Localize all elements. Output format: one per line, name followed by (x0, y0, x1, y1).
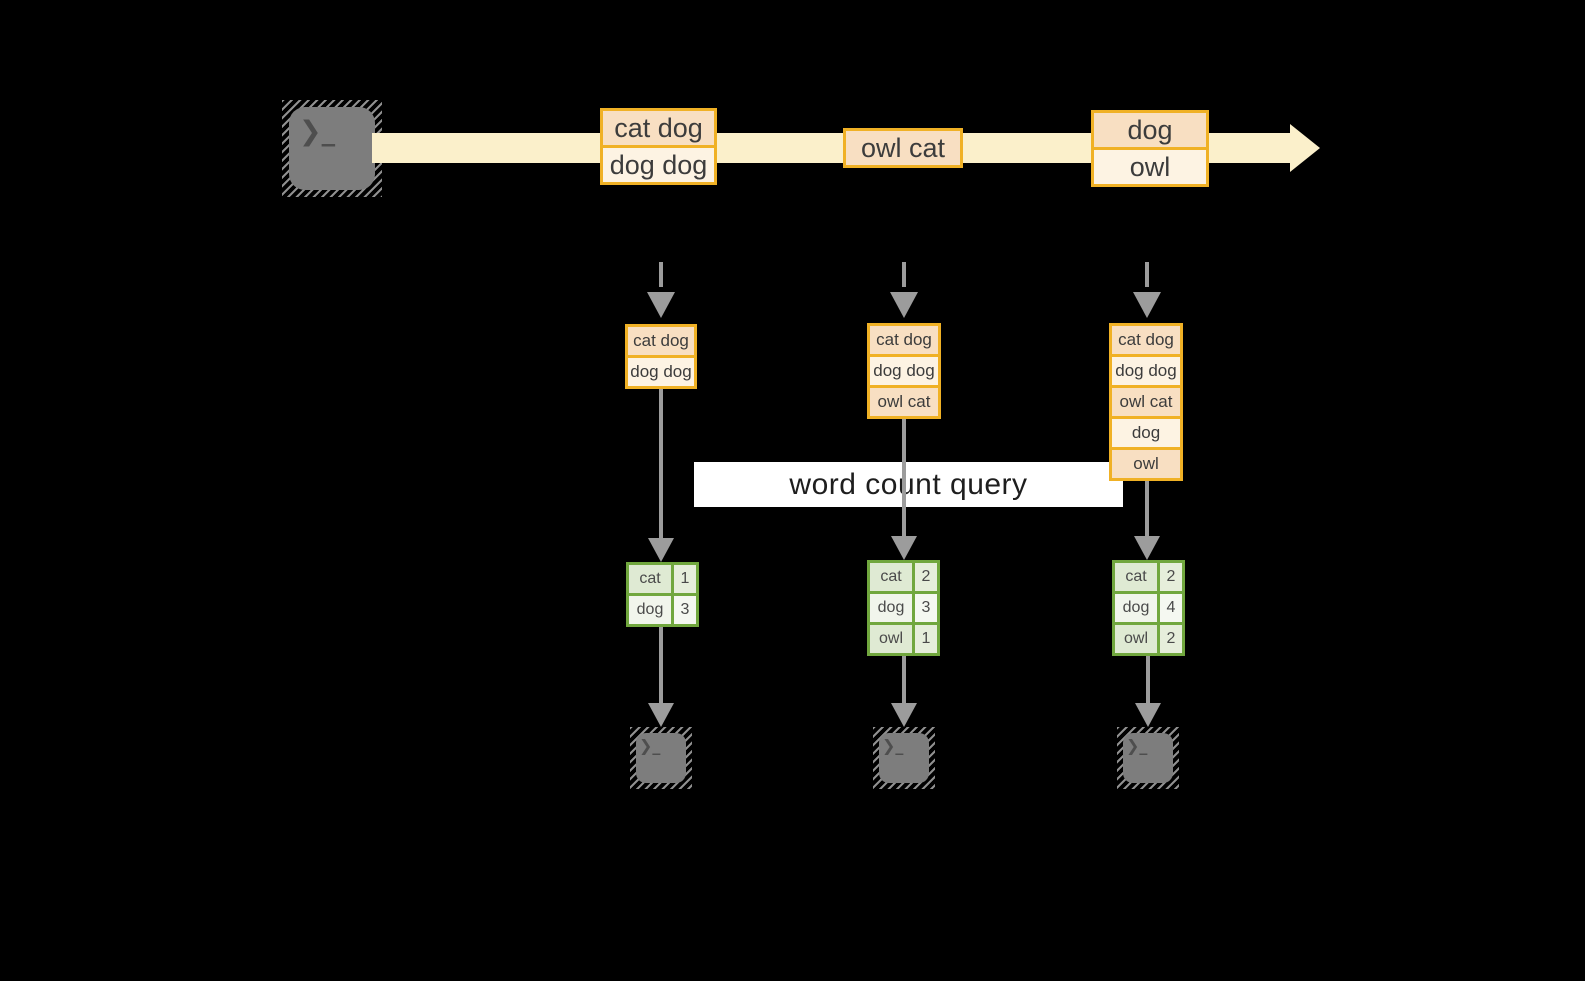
input-line: dog dog (870, 354, 938, 385)
dashed-arrowhead-icon (1133, 292, 1161, 318)
terminal-screen (1123, 733, 1173, 783)
count-cell: 4 (1160, 594, 1182, 622)
word-cell: dog (870, 594, 912, 622)
table-row: dog 4 (1115, 594, 1182, 622)
arrow-line (902, 419, 906, 536)
arrowhead-icon (891, 703, 917, 727)
input-table-1: cat dog dog dog (625, 324, 697, 389)
result-table-3: cat 2 dog 4 owl 2 (1112, 560, 1185, 656)
dashed-arrowhead-icon (647, 292, 675, 318)
arrow-line (1145, 481, 1149, 536)
word-cell: dog (629, 596, 671, 624)
input-line: owl (1112, 447, 1180, 478)
arrowhead-icon (891, 536, 917, 560)
terminal-prompt-icon: ❯_ (882, 736, 904, 755)
table-row: owl 1 (870, 625, 937, 653)
query-label: word count query (789, 467, 1028, 501)
count-cell: 3 (915, 594, 937, 622)
terminal-icon: ❯_ (282, 100, 382, 197)
input-line: dog dog (628, 355, 694, 386)
arrow-line (659, 389, 663, 538)
dashed-arrow-line (902, 262, 906, 287)
input-line: cat dog (628, 327, 694, 355)
arrow-line (1146, 656, 1150, 703)
stream-batch-2: owl cat (843, 128, 963, 168)
stream-arrowhead-icon (1290, 124, 1320, 172)
terminal-screen (289, 107, 375, 190)
word-cell: cat (1115, 563, 1157, 591)
table-row: dog 3 (629, 596, 696, 624)
input-table-3: cat dog dog dog owl cat dog owl (1109, 323, 1183, 481)
query-label-band: word count query (694, 462, 1123, 507)
batch-line: owl cat (846, 131, 960, 165)
table-row: cat 2 (1115, 563, 1182, 591)
terminal-icon: ❯_ (1117, 727, 1179, 789)
terminal-icon: ❯_ (630, 727, 692, 789)
count-cell: 3 (674, 596, 696, 624)
terminal-prompt-icon: ❯_ (299, 116, 336, 147)
count-cell: 1 (674, 565, 696, 593)
word-cell: cat (870, 563, 912, 591)
arrowhead-icon (1134, 536, 1160, 560)
arrowhead-icon (648, 538, 674, 562)
batch-line: owl (1094, 147, 1206, 184)
input-line: owl cat (870, 385, 938, 416)
word-cell: owl (1115, 625, 1157, 653)
stream-batch-3: dog owl (1091, 110, 1209, 187)
terminal-screen (879, 733, 929, 783)
table-row: cat 1 (629, 565, 696, 593)
word-cell: cat (629, 565, 671, 593)
count-cell: 1 (915, 625, 937, 653)
stream-batch-1: cat dog dog dog (600, 108, 717, 185)
count-cell: 2 (1160, 563, 1182, 591)
batch-line: dog (1094, 113, 1206, 147)
arrow-line (902, 656, 906, 703)
batch-line: dog dog (603, 145, 714, 182)
table-row: dog 3 (870, 594, 937, 622)
input-table-2: cat dog dog dog owl cat (867, 323, 941, 419)
input-line: cat dog (870, 326, 938, 354)
arrowhead-icon (648, 703, 674, 727)
arrow-line (659, 627, 663, 703)
terminal-prompt-icon: ❯_ (639, 736, 661, 755)
input-line: cat dog (1112, 326, 1180, 354)
dashed-arrow-line (659, 262, 663, 287)
batch-line: cat dog (603, 111, 714, 145)
table-row: cat 2 (870, 563, 937, 591)
count-cell: 2 (1160, 625, 1182, 653)
terminal-screen (636, 733, 686, 783)
result-table-1: cat 1 dog 3 (626, 562, 699, 627)
count-cell: 2 (915, 563, 937, 591)
input-line: dog dog (1112, 354, 1180, 385)
table-row: owl 2 (1115, 625, 1182, 653)
terminal-icon: ❯_ (873, 727, 935, 789)
terminal-prompt-icon: ❯_ (1126, 736, 1148, 755)
dashed-arrowhead-icon (890, 292, 918, 318)
input-line: dog (1112, 416, 1180, 447)
input-line: owl cat (1112, 385, 1180, 416)
arrowhead-icon (1135, 703, 1161, 727)
result-table-2: cat 2 dog 3 owl 1 (867, 560, 940, 656)
word-cell: owl (870, 625, 912, 653)
dashed-arrow-line (1145, 262, 1149, 287)
word-cell: dog (1115, 594, 1157, 622)
